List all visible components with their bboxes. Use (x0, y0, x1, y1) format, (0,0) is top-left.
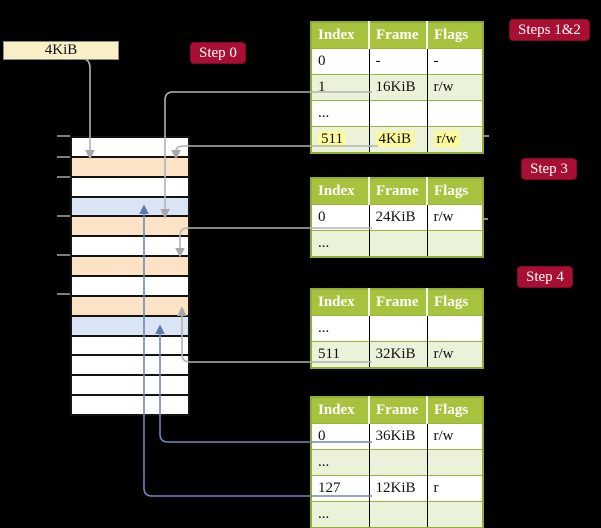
memory-row-2 (72, 157, 188, 178)
table-row: 511 32KiB r/w (311, 341, 483, 368)
cell-frame: 4KiB (375, 131, 415, 147)
col-header-flags: Flags (426, 22, 483, 49)
table-row: ... (311, 449, 483, 476)
cell-index: 0 (318, 428, 326, 444)
table-header-row: Index Frame Flags (311, 289, 483, 316)
table-row: 0 24KiB r/w (311, 204, 483, 231)
memory-column (70, 136, 190, 416)
cell-frame: 32KiB (375, 346, 416, 362)
cell-flags: r/w (433, 428, 454, 444)
memory-row-11 (72, 336, 188, 357)
label-steps-1-2: Steps 1&2 (509, 19, 590, 41)
cell-index: ... (318, 235, 330, 251)
table-row: ... (311, 501, 483, 528)
cell-flags: r (433, 480, 439, 496)
table-row: 0 36KiB r/w (311, 423, 483, 450)
memory-tick (57, 254, 70, 256)
label-step-3: Step 3 (521, 158, 577, 180)
table-row: 1 16KiB r/w (311, 74, 483, 101)
memory-tick (57, 176, 70, 178)
col-header-frame: Frame (368, 22, 427, 49)
label-step-0: Step 0 (190, 42, 246, 64)
cell-flags: r/w (433, 346, 454, 362)
cell-index: 511 (318, 346, 340, 362)
col-header-frame: Frame (368, 178, 427, 205)
cell-frame: 16KiB (375, 79, 416, 95)
memory-tick (57, 215, 70, 217)
memory-row-7 (72, 257, 188, 278)
cell-index: ... (318, 320, 330, 336)
cell-index: ... (318, 454, 330, 470)
memory-row-9 (72, 296, 188, 317)
col-header-frame: Frame (368, 397, 427, 424)
table-row: 0 - - (311, 48, 483, 75)
label-step-4: Step 4 (517, 266, 573, 288)
col-header-index: Index (311, 22, 369, 49)
table-header-row: Index Frame Flags (311, 22, 483, 49)
table-header-row: Index Frame Flags (311, 397, 483, 424)
memory-row-5 (72, 217, 188, 238)
cell-frame: - (375, 53, 381, 69)
memory-tick (57, 135, 70, 137)
memory-tick (57, 293, 70, 295)
cell-index: 1 (318, 79, 326, 95)
memory-row-4 (72, 197, 188, 218)
col-header-index: Index (311, 178, 369, 205)
memory-row-12 (72, 356, 188, 377)
memory-row-14 (72, 396, 188, 415)
col-header-index: Index (311, 289, 369, 316)
cell-index: ... (318, 105, 330, 121)
memory-row-1 (72, 138, 188, 158)
cell-index: 0 (318, 53, 326, 69)
cell-index: 0 (318, 209, 326, 225)
table-row: ... (311, 100, 483, 127)
page-size-box: 4KiB (3, 41, 119, 60)
table-row: ... (311, 230, 483, 257)
table-header-row: Index Frame Flags (311, 178, 483, 205)
cell-frame: 36KiB (375, 428, 416, 444)
col-header-frame: Frame (368, 289, 427, 316)
memory-tick (57, 156, 70, 158)
memory-row-3 (72, 177, 188, 198)
cell-frame: 12KiB (375, 480, 416, 496)
col-header-flags: Flags (426, 397, 483, 424)
cell-frame: 24KiB (375, 209, 416, 225)
memory-row-13 (72, 376, 188, 397)
cell-flags: - (433, 53, 439, 69)
cell-index: ... (318, 506, 330, 522)
memory-row-8 (72, 277, 188, 297)
col-header-index: Index (311, 397, 369, 424)
cell-index: 127 (318, 480, 341, 496)
page-table-steps-1-2: Index Frame Flags 0 - - 1 16KiB r/w ... … (310, 21, 484, 154)
table-row: 127 12KiB r (311, 475, 483, 502)
table-row-highlighted: 511 4KiB r/w (311, 126, 483, 153)
cell-flags: r/w (433, 209, 454, 225)
memory-row-6 (72, 237, 188, 258)
memory-row-10 (72, 316, 188, 337)
cell-flags: r/w (433, 79, 454, 95)
page-table-final: Index Frame Flags 0 36KiB r/w ... 127 12… (310, 396, 484, 528)
page-table-step-4: Index Frame Flags ... 511 32KiB r/w (310, 288, 484, 369)
cell-index: 511 (318, 131, 346, 147)
table-row: ... (311, 315, 483, 342)
page-table-step-3: Index Frame Flags 0 24KiB r/w ... (310, 177, 484, 258)
cell-flags: r/w (433, 131, 460, 147)
col-header-flags: Flags (426, 178, 483, 205)
page-size-label: 4KiB (44, 42, 78, 58)
col-header-flags: Flags (426, 289, 483, 316)
